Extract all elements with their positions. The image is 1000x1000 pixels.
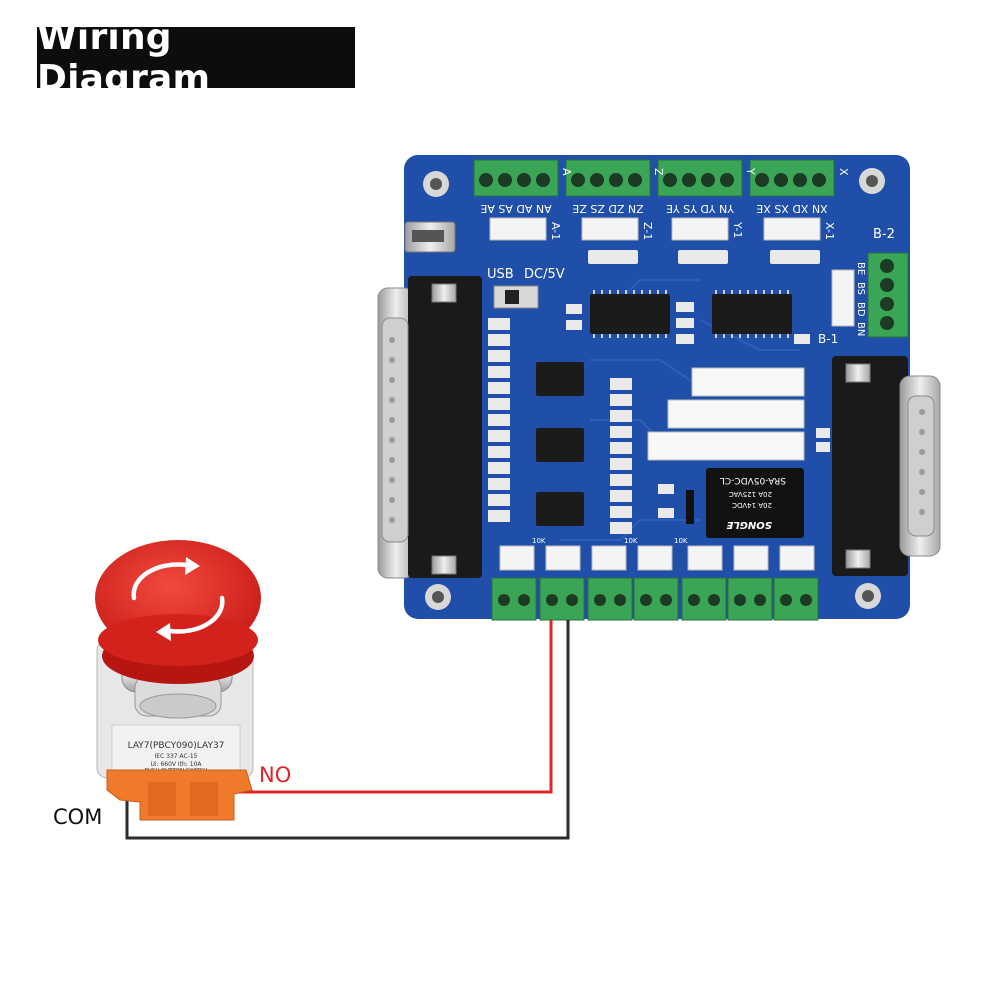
usb-port <box>404 221 456 253</box>
switch-model: LAY7(PBCY090)LAY37 <box>128 741 225 751</box>
header-label-y1: Y-1 <box>731 221 744 238</box>
resistor-label: 10K <box>532 537 546 545</box>
ic-chip <box>590 294 670 334</box>
header-label-x1: X-1 <box>823 222 836 240</box>
switch-spec-1: IEC 337 AC-15 <box>154 753 197 760</box>
relay: SRA-05VDC-CL 20A 125VAC 20A 14VDC SONGLE <box>706 468 804 538</box>
relay-rating-2: 20A 14VDC <box>732 501 772 509</box>
wire-com <box>125 620 570 840</box>
header-label-a1: A-1 <box>549 222 562 240</box>
wire-no <box>234 620 553 794</box>
com-terminal-label: COM <box>53 805 103 829</box>
terminal-block-b <box>867 252 909 338</box>
ic-chip <box>712 294 792 334</box>
terminal-block-a <box>473 159 559 197</box>
screw-icon <box>845 549 871 569</box>
ic-chip <box>536 428 584 462</box>
ic-pins <box>593 290 789 338</box>
b2-label: B-2 <box>873 227 895 242</box>
resistor-label: 10K <box>674 537 688 545</box>
terminal-block-z <box>565 159 651 197</box>
terminal-block-x <box>749 159 835 197</box>
axis-mark-y: Y <box>744 167 757 175</box>
ic-chip <box>536 492 584 526</box>
side-terminal-label-bn: BN <box>855 322 866 336</box>
screw-icon <box>431 283 457 303</box>
power-label: DC/5V <box>524 267 565 282</box>
db25-body <box>408 276 482 578</box>
relay-model: SRA-05VDC-CL <box>720 475 786 485</box>
diode <box>686 490 694 524</box>
terminal-block-y <box>657 159 743 197</box>
terminal-label-y: YN YD YS YE <box>666 202 735 215</box>
axis-mark-z: Z <box>652 168 665 176</box>
bottom-terminal-blocks <box>491 577 819 621</box>
top-terminal-blocks <box>473 159 835 197</box>
relay-rating-1: 20A 125VAC <box>729 490 772 498</box>
bottom-headers <box>499 545 815 571</box>
db15-body <box>832 356 908 576</box>
side-terminal-label-bs: BS <box>855 282 866 295</box>
usb-label: USB <box>487 267 514 282</box>
header-label-z1: Z-1 <box>641 222 654 240</box>
emergency-stop-button: LAY7(PBCY090)LAY37 IEC 337 AC-15 Ui: 660… <box>95 540 261 821</box>
wires <box>125 620 570 840</box>
terminal-label-z: ZN ZD ZS ZE <box>572 202 643 215</box>
resistor-column-left <box>488 318 510 522</box>
white-headers-stack <box>647 367 805 461</box>
axis-mark-a: A <box>560 168 573 176</box>
relay-body <box>706 468 804 538</box>
axis-mark-x: X <box>837 168 850 176</box>
screw-icon <box>431 555 457 575</box>
side-terminal-label-be: BE <box>855 262 866 275</box>
db25-connector <box>377 276 482 579</box>
terminal-label-x: XN XD XS XE <box>756 202 827 215</box>
twist-release-arrow-icon <box>131 562 225 634</box>
b1-label: B-1 <box>818 332 838 346</box>
header-b1 <box>831 269 855 327</box>
ic-chip <box>536 362 584 396</box>
switch-spec-2: Ui: 660V Ith: 10A <box>150 761 202 768</box>
no-terminal-label: NO <box>259 763 292 787</box>
resistor-column-mid <box>610 378 632 534</box>
power-slide-switch <box>493 285 539 309</box>
resistor-row <box>588 250 820 264</box>
side-terminal-label-bd: BD <box>855 302 866 317</box>
relay-brand: SONGLE <box>726 519 772 530</box>
screw-icon <box>845 363 871 383</box>
switch-base <box>106 769 253 821</box>
smd-components <box>566 302 830 518</box>
axis-headers <box>489 217 821 241</box>
ic-chips <box>536 294 792 526</box>
terminal-label-a: AN AD AS AE <box>480 202 551 215</box>
controller-board: AN AD AS AE ZN ZD ZS ZE YN YD YS YE XN X… <box>404 155 910 621</box>
db15-connector <box>832 356 941 576</box>
mounting-holes <box>423 168 885 610</box>
resistor-label: 10K <box>624 537 638 545</box>
